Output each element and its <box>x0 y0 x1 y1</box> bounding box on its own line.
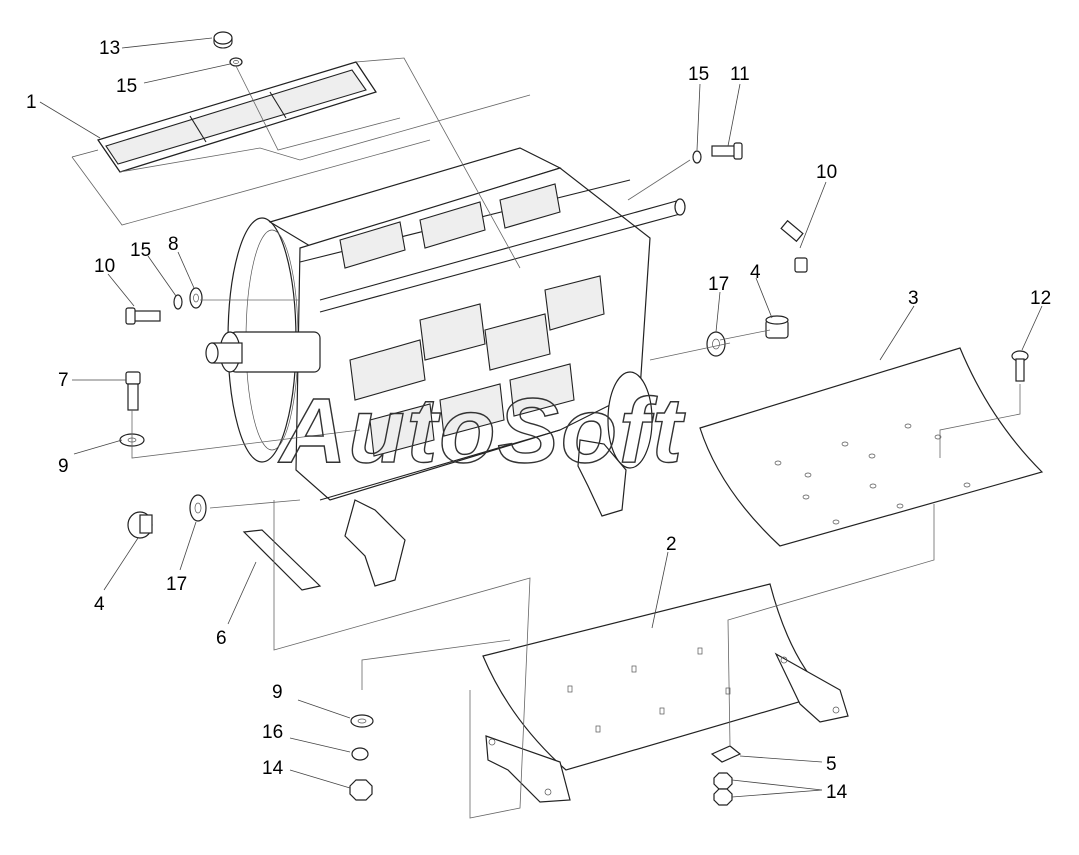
callout-13: 13 <box>99 38 120 59</box>
part-11-pin <box>711 142 743 160</box>
part-15-spring-washer-left <box>173 294 183 310</box>
callout-15-top: 15 <box>116 76 137 97</box>
callout-1: 1 <box>26 92 37 113</box>
callout-5: 5 <box>826 754 837 775</box>
part-14-nut-left <box>349 779 373 801</box>
part-14-nut-right-lower <box>713 788 733 806</box>
watermark-text: AutoSoft <box>278 380 686 482</box>
part-14-nut-right-upper <box>713 772 733 790</box>
leader-lines <box>39 37 1043 798</box>
part-10-bolt-right <box>780 219 808 273</box>
part-8-washer <box>189 287 203 309</box>
part-15-spring-washer-right <box>692 150 702 164</box>
part-17-washer-right <box>706 331 726 357</box>
part-2-lower-concave <box>482 583 849 803</box>
rotor-housing-assembly <box>205 147 686 587</box>
part-13-cap-nut <box>213 31 233 49</box>
callout-2: 2 <box>666 534 677 555</box>
callout-labels: 13 15 1 15 11 10 10 15 8 17 4 3 12 7 9 4… <box>26 38 1051 803</box>
part-17-washer-left <box>189 494 207 522</box>
part-7-bolt <box>125 371 141 411</box>
callout-15-left: 15 <box>130 240 151 261</box>
callout-12: 12 <box>1030 288 1051 309</box>
callout-17-right: 17 <box>708 274 729 295</box>
part-16-spring-washer <box>351 747 369 761</box>
callout-4-left: 4 <box>94 594 105 615</box>
part-1-top-guard <box>71 61 377 173</box>
callout-8: 8 <box>168 234 179 255</box>
part-10-bolt-left <box>125 307 161 325</box>
callout-4-right: 4 <box>750 262 761 283</box>
callout-7: 7 <box>58 370 69 391</box>
assembly-axis-lines <box>71 57 1021 819</box>
callout-11: 11 <box>730 64 750 85</box>
part-4-plug-right <box>765 315 789 339</box>
callout-15-right: 15 <box>688 64 709 85</box>
callout-3: 3 <box>908 288 919 309</box>
part-9-washer-bottom <box>350 714 374 728</box>
callout-10-right: 10 <box>816 162 837 183</box>
callout-14-right: 14 <box>826 782 848 803</box>
part-15-spring-washer-top <box>229 57 243 67</box>
part-12-bolt <box>1011 350 1029 382</box>
part-3-upper-concave-screen <box>699 347 1044 547</box>
callout-14-left: 14 <box>262 758 284 779</box>
callout-9-left: 9 <box>58 456 69 477</box>
callout-10-left: 10 <box>94 256 115 277</box>
part-4-plug-left <box>127 511 153 539</box>
callout-6: 6 <box>216 628 227 649</box>
callout-16: 16 <box>262 722 283 743</box>
part-5-square-washer <box>710 745 742 763</box>
callout-9-bottom: 9 <box>272 682 283 703</box>
callout-17-left: 17 <box>166 574 187 595</box>
part-6-shim-plate <box>242 529 322 591</box>
